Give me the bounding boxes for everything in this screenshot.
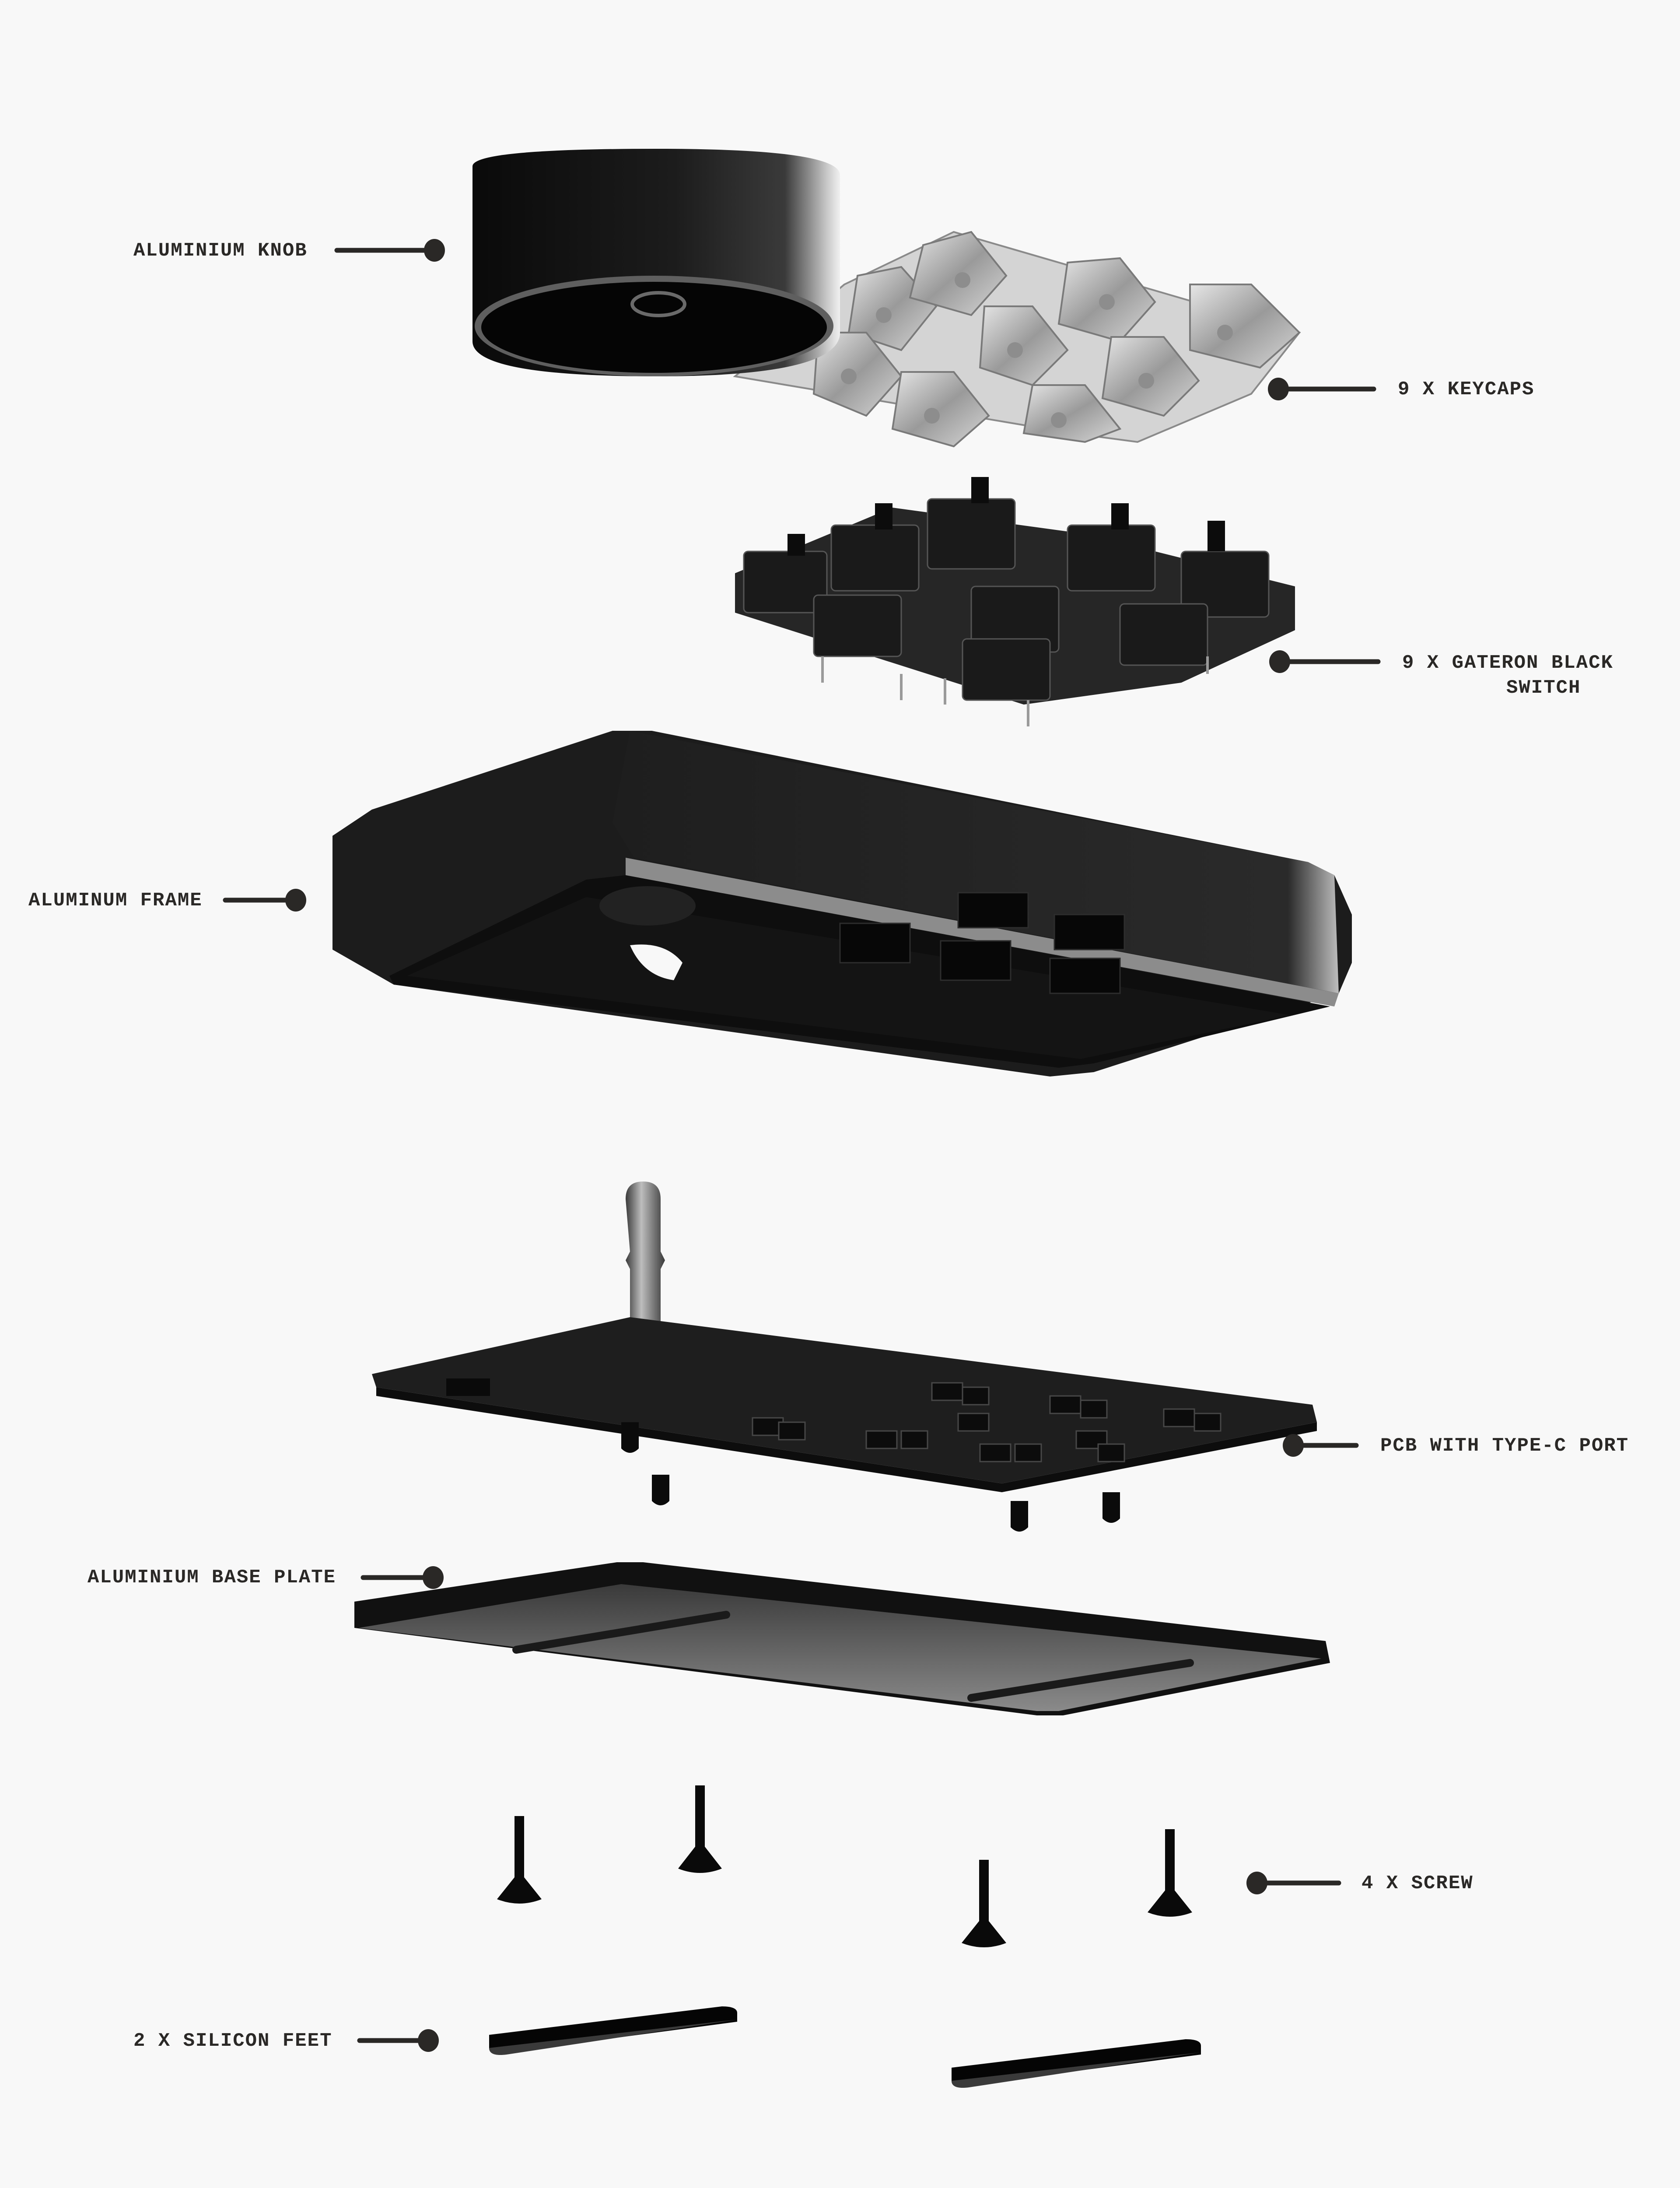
keycaps-illustration (733, 231, 1301, 448)
pcb-illustration (372, 1182, 1317, 1532)
label-switches-line1: 9 X GATERON BLACK (1402, 652, 1614, 674)
silicon-feet-illustration (489, 2006, 1201, 2088)
label-silicon-feet: 2 X SILICON FEET (133, 2030, 332, 2052)
label-screws: 4 X SCREW (1362, 1872, 1474, 1894)
frame-illustration (332, 731, 1352, 1076)
label-pcb: PCB WITH TYPE-C PORT (1380, 1435, 1629, 1457)
label-aluminium-knob: ALUMINIUM KNOB (133, 240, 308, 262)
screws-illustration (497, 1785, 1192, 1947)
switches-illustration (735, 477, 1295, 726)
label-aluminum-frame: ALUMINUM FRAME (28, 890, 203, 912)
leader-lines (223, 239, 1381, 2052)
base-plate-illustration (354, 1562, 1330, 1715)
label-keycaps: 9 X KEYCAPS (1398, 379, 1535, 400)
label-switches-line2: SWITCH (1506, 677, 1581, 699)
label-base-plate: ALUMINIUM BASE PLATE (88, 1567, 336, 1588)
knob-illustration (472, 149, 840, 376)
